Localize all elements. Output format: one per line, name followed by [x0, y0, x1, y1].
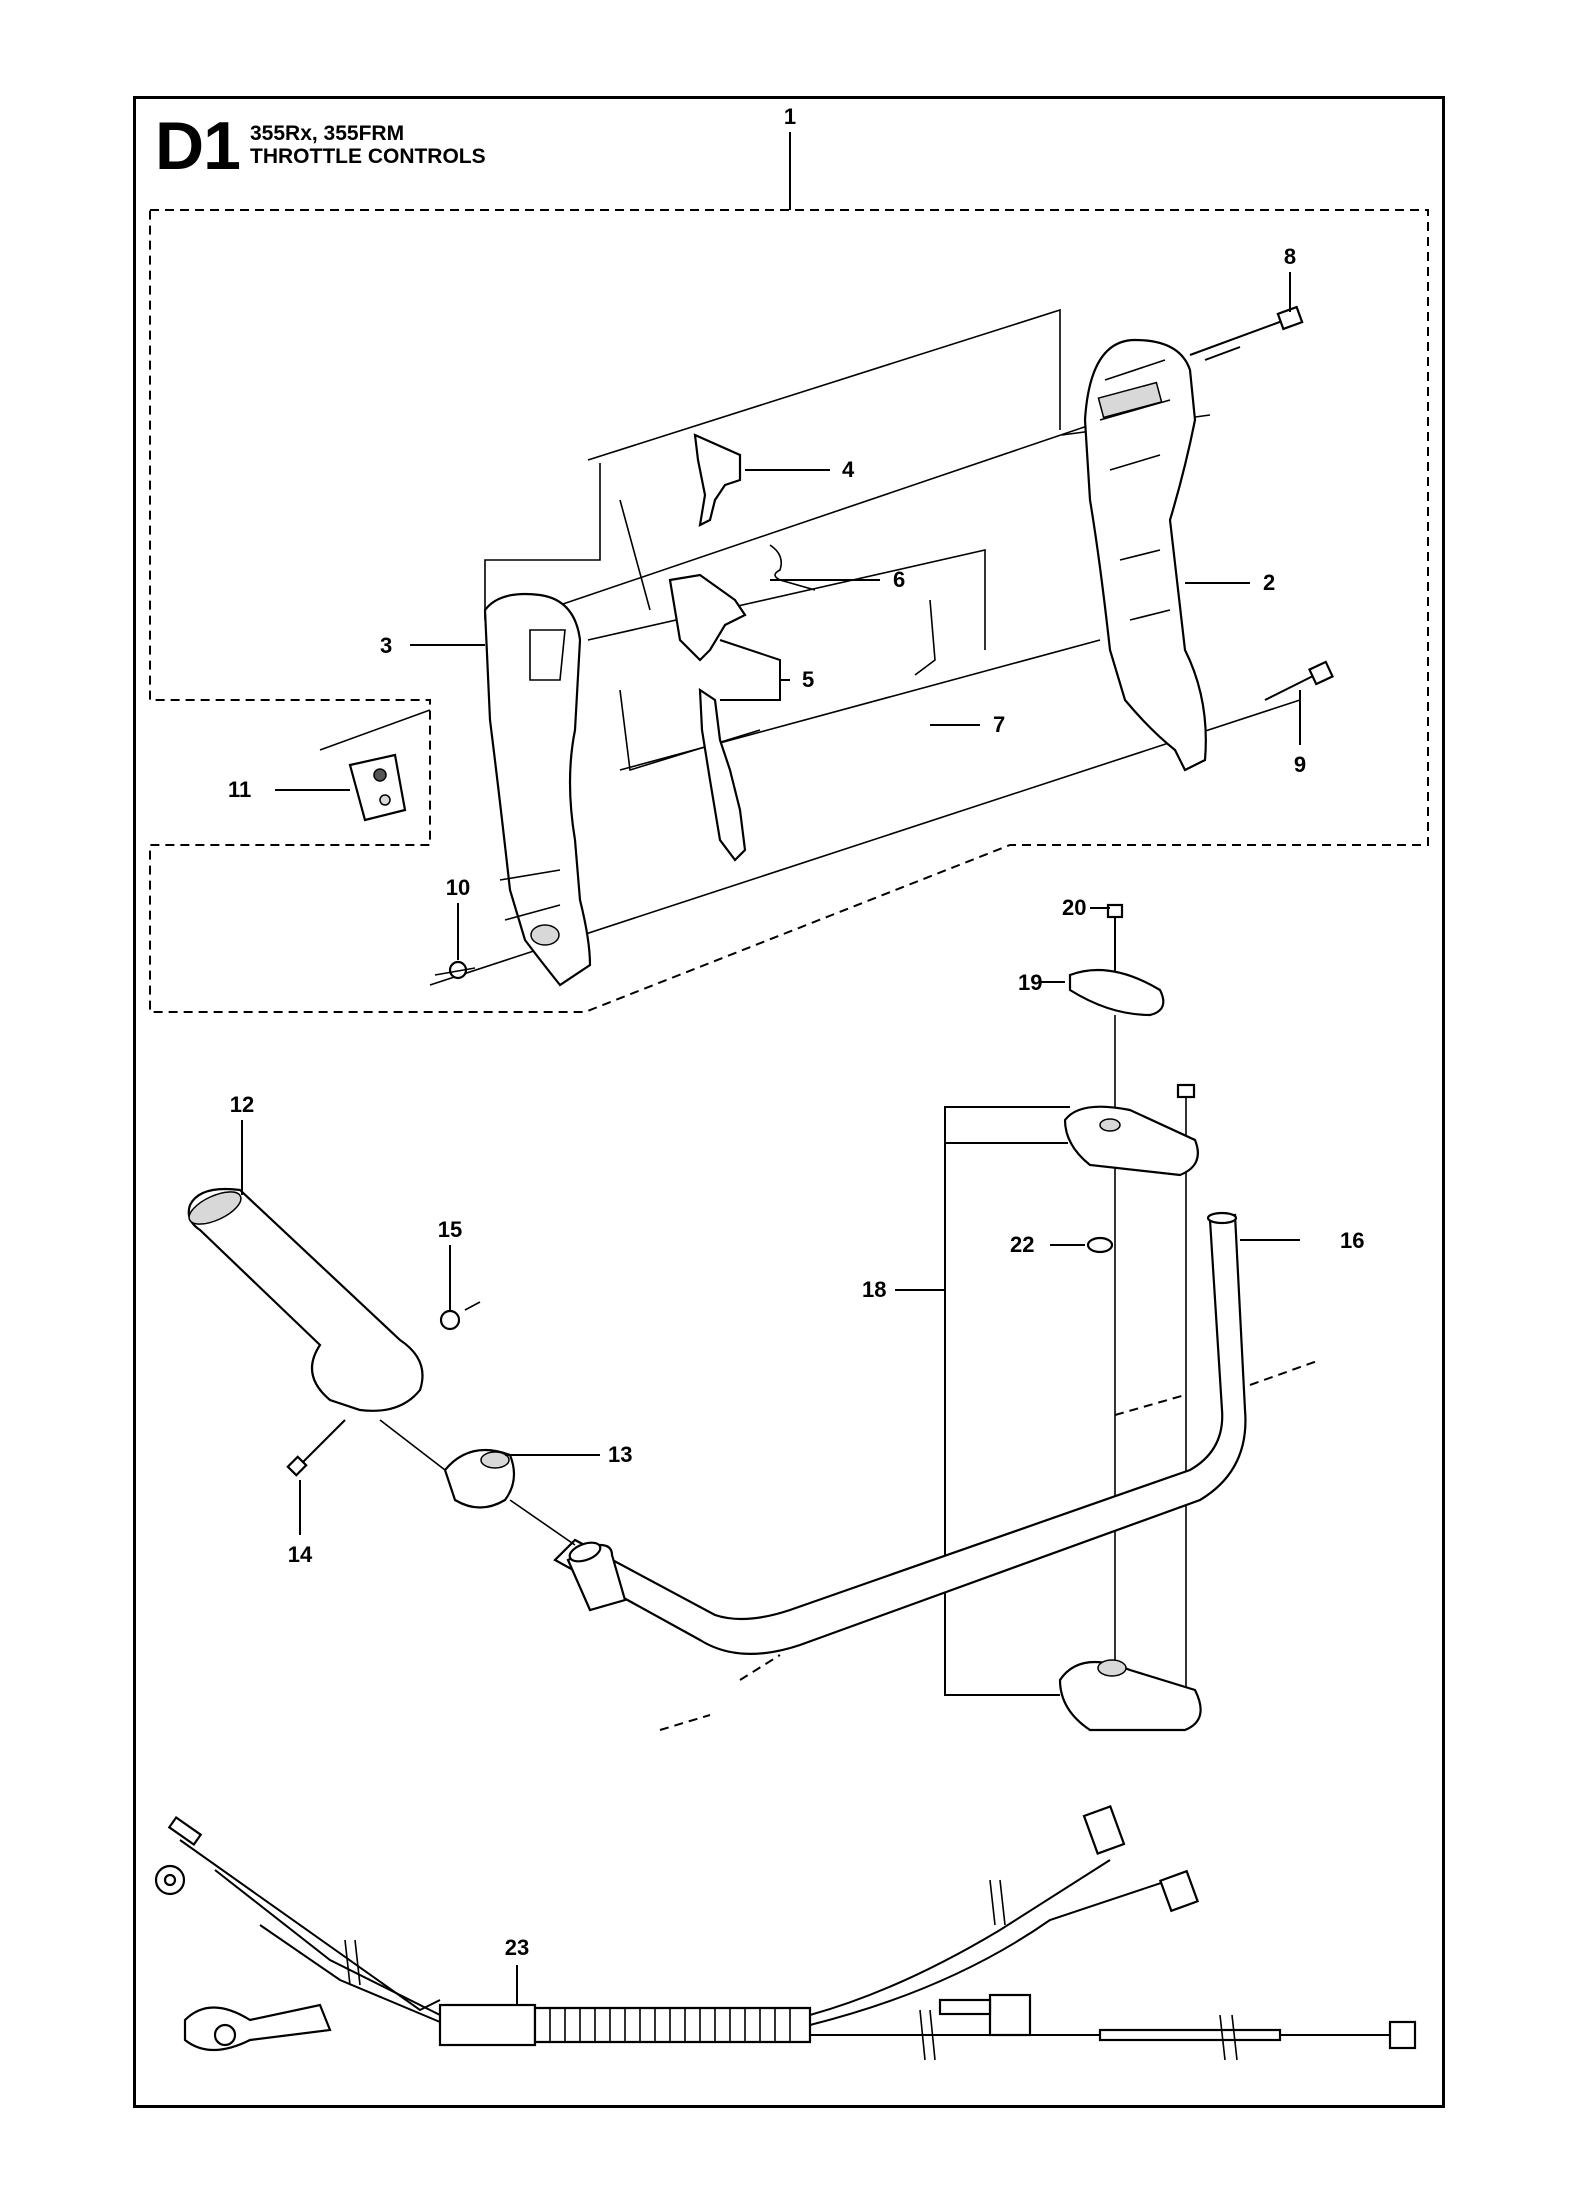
callout-22: 22	[1010, 1232, 1034, 1257]
callout-18: 18	[862, 1277, 886, 1302]
throttle-trigger-upper	[668, 573, 747, 662]
handlebar-tube	[553, 1213, 1247, 1655]
callout-10: 10	[446, 875, 470, 900]
callout-3: 3	[380, 633, 392, 658]
stop-switch	[348, 753, 407, 822]
wire-harness-23	[154, 1805, 1417, 2061]
clamp-lower	[1058, 1660, 1202, 1732]
screw-8	[1189, 305, 1304, 361]
callout-4: 4	[842, 457, 855, 482]
holder-13	[443, 1448, 600, 1509]
callout-11: 11	[228, 777, 251, 802]
callout-9: 9	[1294, 752, 1306, 777]
callout-14: 14	[288, 1542, 313, 1567]
callout-8: 8	[1284, 244, 1296, 269]
callout-5: 5	[802, 667, 814, 692]
callout-1: 1	[784, 104, 796, 129]
grip-12	[187, 1120, 424, 1412]
callout-2: 2	[1263, 570, 1275, 595]
callout-6: 6	[893, 567, 905, 592]
throttle-trigger-lower	[698, 687, 747, 862]
callout-13: 13	[608, 1442, 632, 1467]
nut-15	[439, 1245, 481, 1331]
throttle-lockout-lever	[693, 433, 742, 527]
section-title: THROTTLE CONTROLS	[250, 145, 486, 168]
callout-15: 15	[438, 1217, 462, 1242]
callout-7: 7	[993, 712, 1005, 737]
callout-19: 19	[1018, 970, 1042, 995]
callout-12: 12	[230, 1092, 254, 1117]
washer-22	[1086, 1236, 1114, 1254]
handle-half-right	[1083, 338, 1207, 772]
model-names: 355Rx, 355FRM	[250, 122, 405, 145]
screw-9	[1264, 660, 1334, 701]
handle-half-left	[483, 592, 592, 987]
callout-20: 20	[1062, 895, 1086, 920]
diagram-frame	[133, 96, 1445, 2108]
wing-knob-19	[1068, 968, 1165, 1017]
callout-23: 23	[505, 1935, 529, 1960]
screw-14	[286, 1419, 346, 1535]
callout-16: 16	[1340, 1228, 1364, 1253]
assembly-boundary	[149, 209, 1429, 1013]
clamp-upper	[1063, 1105, 1199, 1177]
section-code: D1	[155, 108, 241, 184]
